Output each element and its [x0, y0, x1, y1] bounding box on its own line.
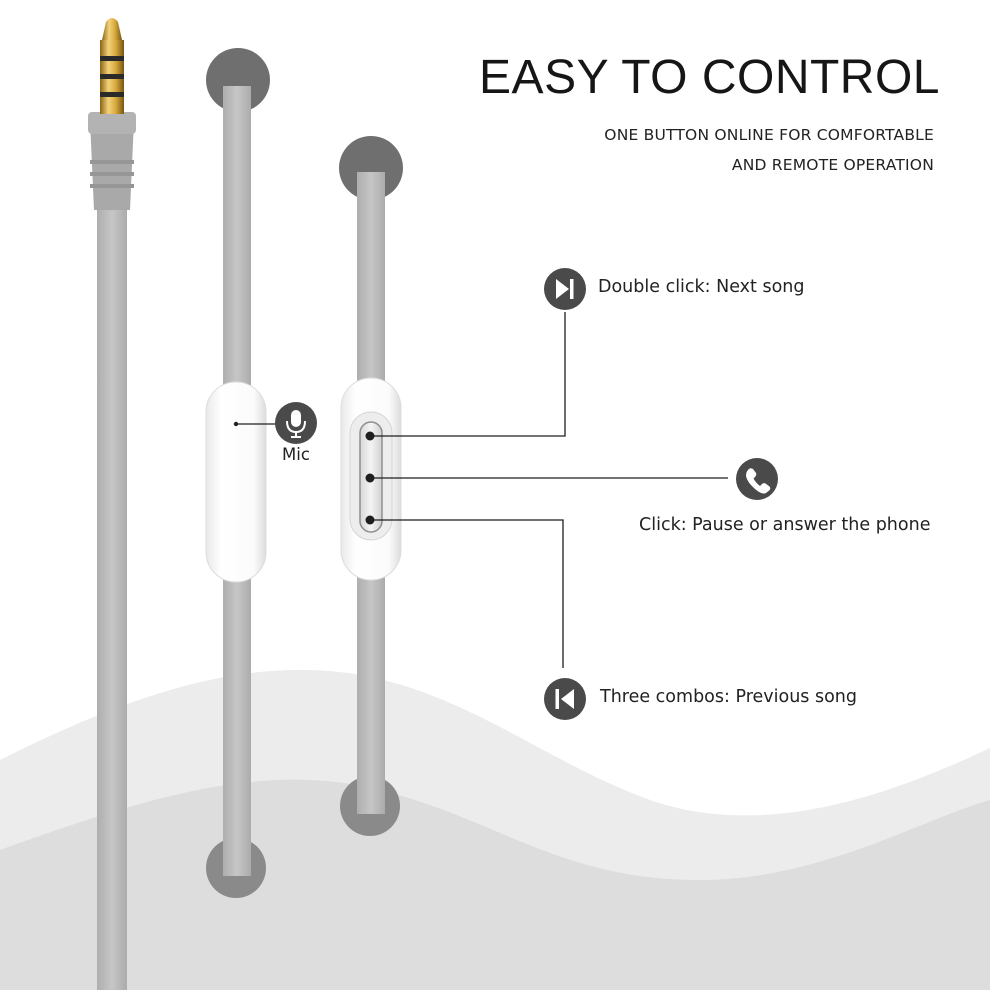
next-song-label: Double click: Next song — [598, 277, 805, 297]
subtitle-line-1: ONE BUTTON ONLINE FOR COMFORTABLE — [604, 126, 934, 144]
previous-song-label: Three combos: Previous song — [600, 687, 857, 707]
phone-icon — [736, 458, 778, 500]
page-title: EASY TO CONTROL — [479, 51, 940, 104]
audio-jack — [88, 18, 136, 990]
subtitle: ONE BUTTON ONLINE FOR COMFORTABLE AND RE… — [604, 120, 934, 180]
mic-unit — [205, 381, 276, 583]
remote-control-unit — [340, 377, 402, 581]
next-track-icon — [544, 268, 586, 310]
microphone-icon — [275, 402, 317, 444]
leader-lines — [370, 312, 728, 668]
background-wave — [0, 669, 990, 990]
pause-answer-label: Click: Pause or answer the phone — [639, 515, 931, 535]
subtitle-line-2: AND REMOTE OPERATION — [731, 156, 934, 174]
previous-track-icon — [544, 678, 586, 720]
mic-label: Mic — [282, 445, 310, 464]
